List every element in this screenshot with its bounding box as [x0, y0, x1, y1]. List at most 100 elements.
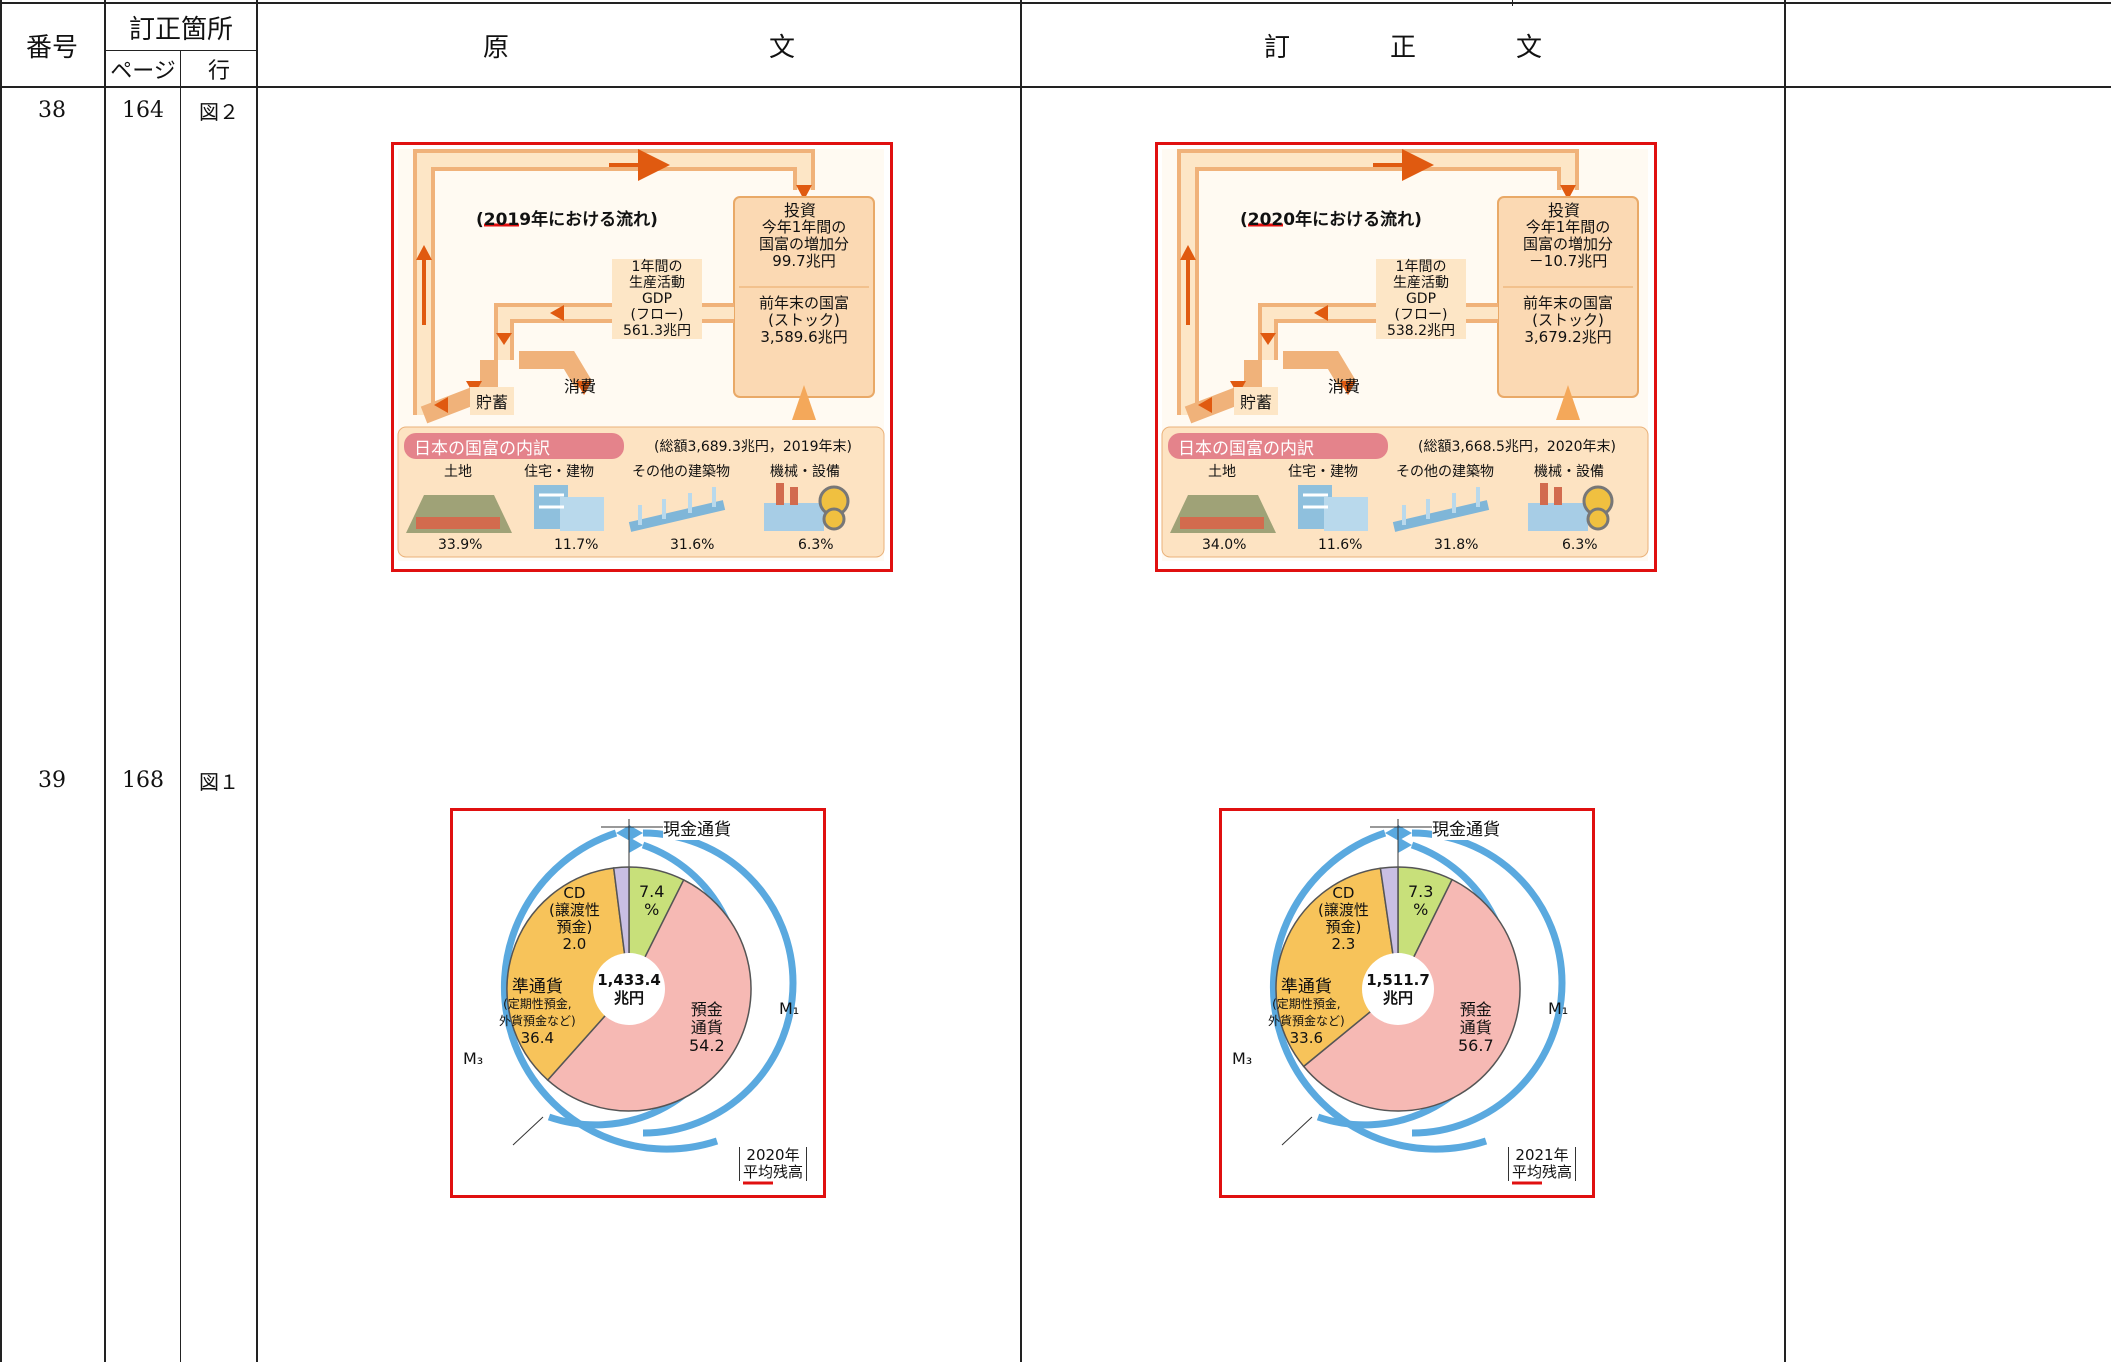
row-38-number: 38 — [38, 97, 66, 123]
cash-value-block: 7.3 % — [1408, 883, 1433, 919]
cd-value: 2.0 — [562, 935, 587, 953]
money-pie-original — [500, 819, 797, 1185]
flow-title: (2019年における流れ) — [476, 210, 658, 230]
quasi-block: 準通貨 (定期性預金, 外貨預金など) 36.4 — [499, 979, 576, 1047]
quasi-line-2: (定期性預金, — [1272, 997, 1341, 1011]
gdp-line-1: 1年間の — [631, 259, 683, 275]
category-housing: 住宅・建物 — [1288, 464, 1358, 480]
table-left-border — [0, 0, 2, 1362]
land-icon — [1170, 495, 1276, 533]
breakdown-panel — [397, 426, 885, 558]
breakdown-title: 日本の国富の内訳 — [414, 439, 550, 459]
table-top-border — [0, 2, 2111, 4]
row-39-page: 168 — [122, 767, 164, 793]
gdp-block: 1年間の 生産活動 GDP (フロー) 561.3兆円 — [612, 259, 702, 339]
total-unit: 兆円 — [1382, 989, 1413, 1007]
share-housing: 11.7% — [554, 537, 599, 553]
quasi-line-1: 準通貨 — [1280, 977, 1332, 997]
total-value: 1,433.4 — [597, 971, 661, 989]
factory-icon — [764, 483, 850, 531]
quasi-line-2: (定期性預金, — [503, 997, 572, 1011]
stock-line-2: (ストック) — [768, 311, 840, 329]
quasi-line-1: 準通貨 — [511, 977, 563, 997]
period-avg: 平均残高 — [743, 1163, 804, 1181]
increase-value: 99.7兆円 — [772, 252, 836, 270]
m1-label: M₁ — [1548, 999, 1569, 1018]
invest-label: 投資 — [784, 201, 817, 220]
increase-line-1: 今年1年間の — [1525, 218, 1611, 236]
header-original: 原 文 — [258, 4, 1020, 86]
quasi-line-3: 外貨預金など) — [1268, 1014, 1345, 1028]
cash-value: 7.3 — [1408, 882, 1434, 901]
gdp-line-2: 生産活動 — [1393, 275, 1449, 291]
col-divider-corrected — [1784, 0, 1786, 1362]
m3-arc — [500, 829, 719, 1153]
m3-label: M₃ — [1232, 1049, 1253, 1068]
category-land: 土地 — [1208, 464, 1236, 480]
gdp-value: 561.3兆円 — [622, 323, 692, 339]
header-page: ページ — [110, 59, 176, 84]
share-machinery: 6.3% — [798, 537, 834, 553]
row-39-number: 39 — [38, 767, 66, 793]
share-housing: 11.6% — [1318, 537, 1363, 553]
consumption-label: 消費 — [1328, 377, 1361, 396]
gdp-line-1: 1年間の — [1395, 259, 1447, 275]
increase-value: －10.7兆円 — [1528, 252, 1608, 270]
money-figure-original: 現金通貨 7.4 % CD (譲渡性 預金) 2.0 準通貨 (定期性預金, 外… — [450, 808, 826, 1198]
arrow-down-icon — [1560, 185, 1576, 200]
arrow-right-icon — [616, 825, 630, 841]
cd-line-3: 預金) — [556, 918, 593, 936]
stock-line-2: (ストック) — [1532, 311, 1604, 329]
pie-slice — [1275, 867, 1399, 1068]
arrow-down-icon — [796, 185, 812, 200]
breakdown-total: (総額3,689.3兆円，2019年末) — [654, 439, 852, 455]
m3-label: M₃ — [463, 1049, 484, 1068]
increase-block: 今年1年間の 国富の増加分 99.7兆円 — [736, 219, 872, 270]
money-figure-corrected: 現金通貨 7.3 % CD (譲渡性 預金) 2.3 準通貨 (定期性預金, 外… — [1219, 808, 1595, 1198]
triangle-pointer-icon — [792, 385, 816, 420]
header-original-char-2: 文 — [769, 32, 796, 63]
quasi-line-3: 外貨預金など) — [499, 1014, 576, 1028]
top-tick — [1512, 0, 1513, 6]
gdp-line-3: GDP — [641, 291, 673, 307]
triangle-pointer-icon — [1556, 385, 1580, 420]
header-corrected-char-3: 文 — [1516, 32, 1543, 63]
increase-line-2: 国富の増加分 — [1522, 235, 1613, 253]
header-corrected: 訂 正 文 — [1022, 4, 1784, 86]
total-block: 1,511.7 兆円 — [1364, 971, 1432, 1007]
col-divider-line — [256, 0, 258, 1362]
gdp-line-2: 生産活動 — [629, 275, 685, 291]
row-38-line: 図２ — [199, 99, 239, 124]
arrow-left-icon — [1398, 837, 1412, 853]
gdp-line-4: (フロー) — [1394, 307, 1448, 323]
stock-line-1: 前年末の国富 — [1522, 294, 1613, 312]
pie-center — [1362, 953, 1434, 1025]
cd-line-2: (譲渡性 — [1318, 901, 1369, 919]
category-housing: 住宅・建物 — [524, 464, 594, 480]
deposit-value: 54.2 — [689, 1036, 725, 1055]
total-block: 1,433.4 兆円 — [595, 971, 663, 1007]
period-avg: 平均残高 — [1512, 1163, 1573, 1181]
gdp-line-3: GDP — [1405, 291, 1437, 307]
savings-label: 貯蓄 — [470, 387, 515, 415]
arrow-right-icon — [1385, 825, 1399, 841]
bridge-icon — [628, 487, 726, 532]
cd-line-3: 預金) — [1325, 918, 1362, 936]
deposit-value: 56.7 — [1458, 1036, 1494, 1055]
cd-value: 2.3 — [1331, 935, 1356, 953]
increase-line-1: 今年1年間の — [761, 218, 847, 236]
deposit-line-2: 通貨 — [690, 1018, 723, 1037]
arrow-up-icon — [416, 245, 432, 260]
bridge-icon — [1392, 487, 1490, 532]
flow-diagram-corrected — [1161, 149, 1649, 561]
pie-slice — [506, 867, 630, 1082]
building-icon — [534, 485, 604, 531]
share-machinery: 6.3% — [1562, 537, 1598, 553]
cd-line-2: (譲渡性 — [549, 901, 600, 919]
period-block: 2021年 平均残高 — [1508, 1147, 1577, 1181]
increase-block: 今年1年間の 国富の増加分 －10.7兆円 — [1500, 219, 1636, 270]
stock-value: 3,589.6兆円 — [760, 328, 848, 346]
arrow-left-icon — [629, 837, 643, 853]
gdp-line-4: (フロー) — [630, 307, 684, 323]
